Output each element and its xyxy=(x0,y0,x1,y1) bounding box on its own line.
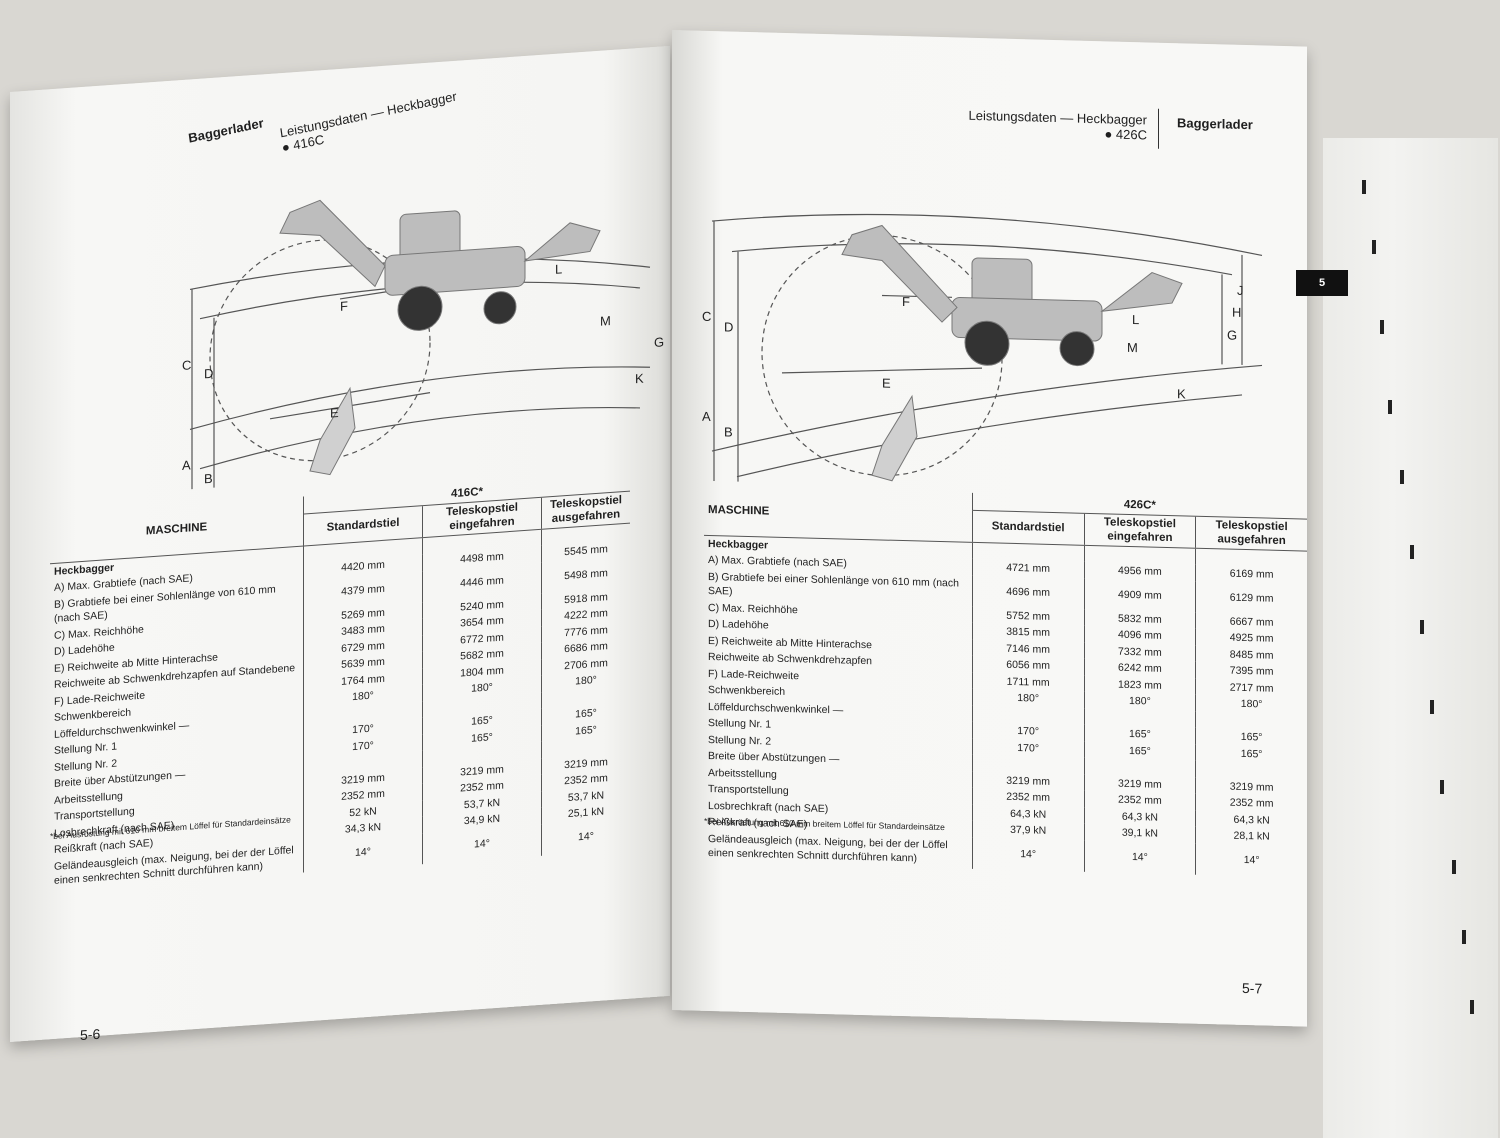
open-book xyxy=(28,60,1498,1138)
svg-text:B: B xyxy=(724,424,733,439)
edge-tick xyxy=(1372,240,1376,254)
edge-tick xyxy=(1430,700,1434,714)
value-tele-in: 14° xyxy=(1084,840,1196,875)
edge-tick xyxy=(1452,860,1456,874)
edge-tick xyxy=(1462,930,1466,944)
edge-tick xyxy=(1388,400,1392,414)
value-standard: 14° xyxy=(972,837,1085,872)
value-tele-in: 4909 mm xyxy=(1084,578,1196,613)
svg-text:D: D xyxy=(724,319,733,334)
svg-text:F: F xyxy=(902,294,910,309)
svg-text:G: G xyxy=(1227,328,1237,343)
left-machine-silhouette xyxy=(279,199,601,476)
edge-tick xyxy=(1410,545,1414,559)
left-page-number: 5-6 xyxy=(80,1025,101,1044)
svg-text:E: E xyxy=(882,376,891,391)
left-page: Baggerlader Leistungsdaten — Heckbagger●… xyxy=(10,45,670,1044)
svg-text:C: C xyxy=(182,357,191,373)
right-col-standard: Standardstiel xyxy=(972,509,1085,545)
svg-text:K: K xyxy=(635,371,644,387)
edge-tick xyxy=(1420,620,1424,634)
value-standard: 4696 mm xyxy=(972,575,1085,610)
right-backhoe-diagram: CD AB E F LM K G HJ xyxy=(702,213,1263,482)
left-page-title: Leistungsdaten — Heckbagger● 416C xyxy=(278,88,458,156)
left-backhoe-diagram: CD AB E F L M K G xyxy=(182,199,664,490)
right-section-label: Baggerlader xyxy=(1177,115,1253,133)
svg-text:G: G xyxy=(654,334,664,350)
edge-tick xyxy=(1400,470,1404,484)
right-page-number: 5-7 xyxy=(1242,979,1263,997)
chapter-tab: 5 xyxy=(1296,270,1348,296)
right-page-title: Leistungsdaten — Heckbagger● 426C xyxy=(968,107,1147,143)
row-label: Geländeausgleich (max. Neigung, bei der … xyxy=(708,832,948,865)
svg-text:M: M xyxy=(1127,340,1138,355)
svg-text:E: E xyxy=(330,405,339,421)
svg-text:F: F xyxy=(340,298,348,314)
svg-text:L: L xyxy=(555,261,562,276)
svg-text:L: L xyxy=(1132,312,1139,327)
right-machine-header: MASCHINE xyxy=(704,485,973,542)
right-col-tele-in: Teleskopstiel eingefahren xyxy=(1084,512,1196,548)
right-col-tele-out: Teleskopstiel ausgefahren xyxy=(1195,515,1307,551)
right-model-label: ● 426C xyxy=(1104,126,1147,143)
value-tele-out: 14° xyxy=(541,818,630,856)
svg-text:J: J xyxy=(1237,283,1243,298)
svg-text:C: C xyxy=(702,309,711,324)
svg-text:D: D xyxy=(204,366,213,382)
edge-tick xyxy=(1362,180,1366,194)
header-divider xyxy=(1158,108,1159,149)
edge-tick xyxy=(1380,320,1384,334)
right-machine-silhouette xyxy=(841,224,1183,482)
edge-tick xyxy=(1470,1000,1474,1014)
value-tele-out: 6129 mm xyxy=(1195,581,1307,616)
svg-text:K: K xyxy=(1177,386,1186,401)
svg-text:B: B xyxy=(204,471,213,487)
svg-text:M: M xyxy=(600,313,611,329)
svg-text:A: A xyxy=(182,457,191,473)
right-page: Leistungsdaten — Heckbagger● 426C Bagger… xyxy=(672,30,1307,1027)
page-stack-edge xyxy=(1323,138,1498,1138)
edge-tick xyxy=(1440,780,1444,794)
svg-text:A: A xyxy=(702,409,711,424)
left-section-label: Baggerlader xyxy=(187,115,265,146)
value-tele-out: 14° xyxy=(1195,843,1307,878)
svg-text:H: H xyxy=(1232,305,1241,320)
